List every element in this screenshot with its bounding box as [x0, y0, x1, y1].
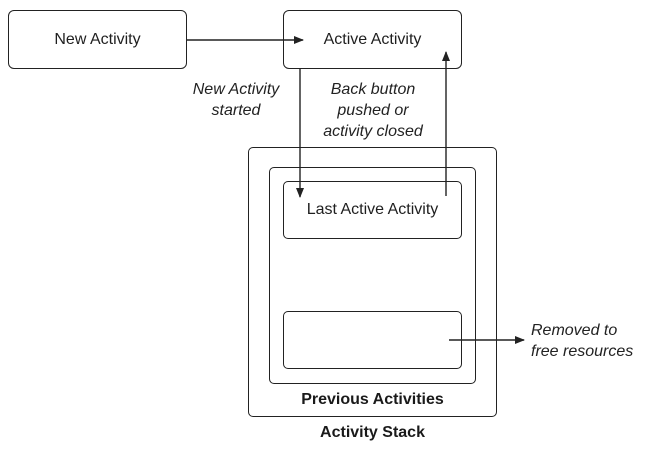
back-button-line-3: activity closed — [323, 123, 423, 140]
new-activity-node: New Activity — [8, 10, 187, 69]
removed-line-1: Removed to — [531, 322, 618, 339]
older-activity-node — [283, 311, 462, 369]
active-activity-node: Active Activity — [283, 10, 462, 69]
last-active-activity-node: Last Active Activity — [283, 181, 462, 239]
removed-line-2: free resources — [531, 343, 634, 360]
new-activity-started-line-2: started — [211, 102, 261, 119]
activity-stack-label: Activity Stack — [320, 424, 425, 441]
back-button-line-1: Back button — [330, 81, 416, 98]
back-button-note: Back button pushed or activity closed — [305, 79, 441, 142]
new-activity-started-line-1: New Activity — [192, 81, 280, 98]
previous-activities-label: Previous Activities — [301, 391, 444, 408]
removed-note: Removed to free resources — [531, 320, 661, 362]
new-activity-started-note: New Activity started — [176, 79, 296, 121]
back-button-line-2: pushed or — [337, 102, 409, 119]
